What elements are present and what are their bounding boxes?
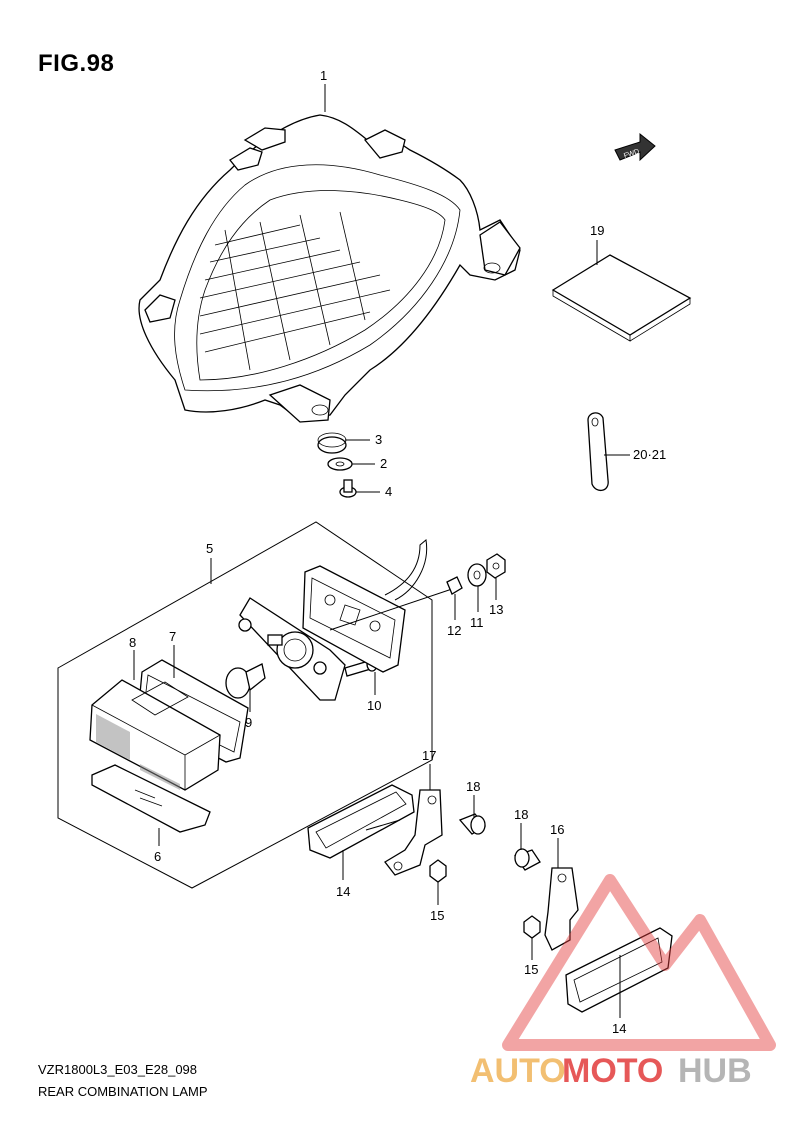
part-labels: 1 3 2 4 19 20·21 5 8 7 9 10 12 11 13 6 1… — [129, 68, 666, 1036]
nut-15b — [523, 915, 541, 939]
reflector-bracket-17 — [384, 789, 443, 876]
part-label-15a: 15 — [430, 908, 444, 923]
part-label-2: 2 — [380, 456, 387, 471]
grommet — [317, 432, 347, 454]
part-label-13: 13 — [489, 602, 503, 617]
lamp-back-plate — [302, 565, 406, 673]
fwd-label: FWD — [623, 148, 640, 160]
nut-15a — [429, 859, 447, 883]
part-label-6: 6 — [154, 849, 161, 864]
part-label-3: 3 — [375, 432, 382, 447]
license-lamp-assembly-frame — [57, 521, 433, 889]
part-label-19: 19 — [590, 223, 604, 238]
diagram-code: VZR1800L3_E03_E28_098 — [38, 1062, 198, 1077]
part-label-18a: 18 — [466, 779, 480, 794]
bulb — [225, 663, 266, 699]
spacer — [446, 576, 463, 595]
forward-direction-arrow: FWD — [614, 132, 656, 162]
part-label-7: 7 — [169, 629, 176, 644]
bolt-18b — [513, 848, 541, 871]
nut-13 — [486, 553, 506, 579]
leader-lines — [133, 84, 630, 1018]
washer — [327, 457, 353, 471]
reflector-stud — [365, 819, 401, 831]
watermark-text-moto: MOTO — [562, 1052, 663, 1090]
lamp-wire — [384, 539, 428, 601]
diagram-caption: REAR COMBINATION LAMP — [38, 1084, 208, 1099]
part-label-10: 10 — [367, 698, 381, 713]
part-label-17: 17 — [422, 748, 436, 763]
part-label-14b: 14 — [612, 1021, 626, 1036]
reflector-right — [565, 927, 673, 1013]
watermark-text-auto: AUTO — [470, 1052, 566, 1090]
part-label-5: 5 — [206, 541, 213, 556]
part-label-4: 4 — [385, 484, 392, 499]
reflector-bracket-16 — [544, 867, 579, 951]
tail-lamp-housing — [138, 114, 521, 423]
part-label-15b: 15 — [524, 962, 538, 977]
part-label-8: 8 — [129, 635, 136, 650]
strap-clamp — [587, 412, 609, 491]
washer-11 — [467, 563, 487, 587]
license-lamp-lens — [89, 679, 221, 791]
part-label-1: 1 — [320, 68, 327, 83]
figure-title: FIG.98 — [38, 50, 115, 77]
part-label-12: 12 — [447, 623, 461, 638]
watermark-logo-triangle — [502, 874, 776, 1051]
watermark-text-hub: HUB — [678, 1052, 752, 1090]
automotohub-watermark: AUTO MOTO HUB — [470, 874, 776, 1090]
part-label-16: 16 — [550, 822, 564, 837]
lamp-cover — [91, 764, 211, 833]
part-label-18b: 18 — [514, 807, 528, 822]
pad-sheet — [551, 254, 692, 342]
lens-ribs — [199, 211, 391, 371]
screw — [339, 479, 357, 498]
part-label-14a: 14 — [336, 884, 350, 899]
part-label-20-21: 20·21 — [633, 447, 666, 462]
reflector-left — [307, 784, 415, 859]
part-label-9: 9 — [245, 715, 252, 730]
mounting-stud — [329, 587, 456, 631]
lamp-base — [238, 597, 346, 701]
part-label-11: 11 — [470, 615, 484, 630]
bolt-18a — [458, 813, 486, 835]
